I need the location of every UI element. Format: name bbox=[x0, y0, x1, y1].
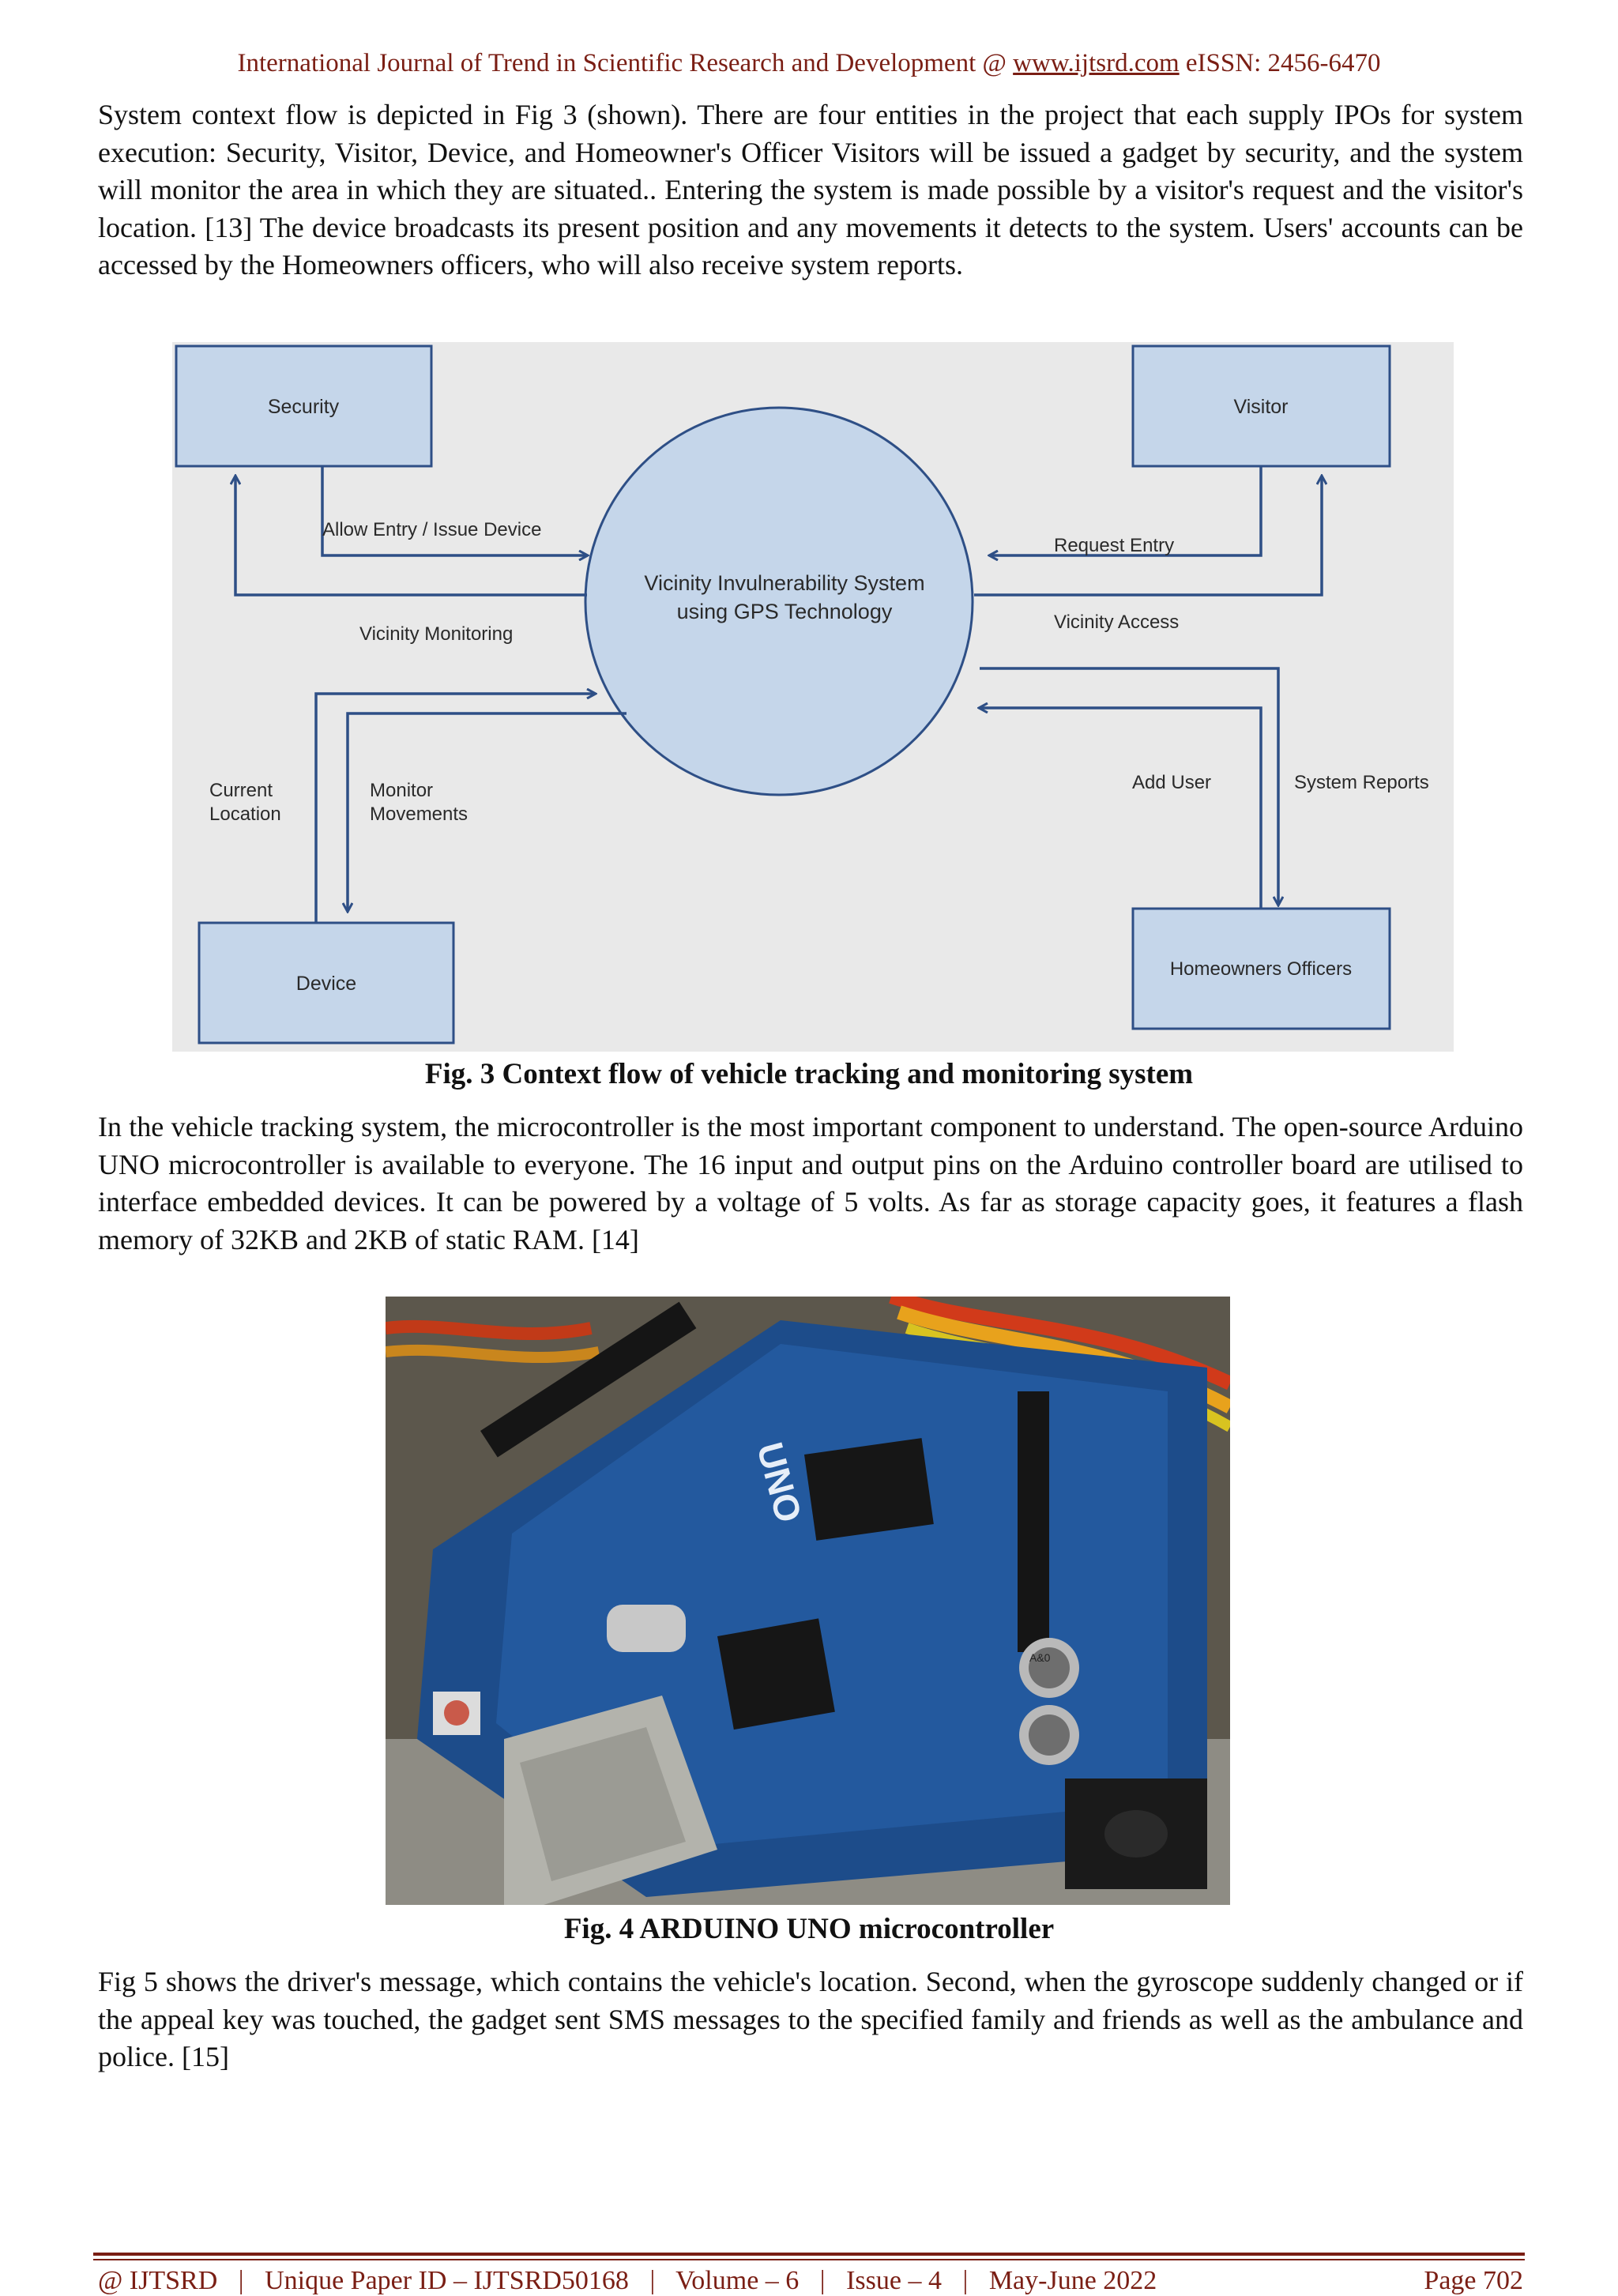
security-entity-box bbox=[175, 344, 433, 468]
body-paragraph-2: In the vehicle tracking system, the micr… bbox=[98, 1111, 1523, 1255]
body-paragraph-3: Fig 5 shows the driver's message, which … bbox=[98, 1966, 1523, 2072]
security-entity-label: Security bbox=[268, 396, 340, 418]
journal-title: International Journal of Trend in Scient… bbox=[237, 49, 1007, 77]
homeowners-entity-box bbox=[1131, 907, 1391, 1030]
journal-issn: eISSN: 2456-6470 bbox=[1185, 49, 1381, 77]
footer-date: May-June 2022 bbox=[988, 2266, 1157, 2295]
footer-rule-thin bbox=[93, 2259, 1525, 2260]
device-entity-box bbox=[198, 921, 455, 1044]
request-entry-flow bbox=[990, 466, 1262, 555]
center-label-line2: using GPS Technology bbox=[677, 600, 893, 623]
visitor-entity-label: Visitor bbox=[1233, 396, 1288, 418]
vicinity-access-label: Vicinity Access bbox=[1054, 612, 1179, 633]
footer-page-number: Page 702 bbox=[1424, 2266, 1523, 2295]
center-label-line1: Vicinity Invulnerability System bbox=[644, 571, 924, 595]
fig3-caption: Fig. 3 Context flow of vehicle tracking … bbox=[424, 1058, 1194, 1090]
arduino-uno-photo: UNO A&0 bbox=[386, 1297, 1230, 1905]
capacitor-label: A&0 bbox=[1029, 1651, 1051, 1664]
vicinity-monitoring-flow bbox=[235, 476, 587, 597]
body-paragraph-1: System context flow is depicted in Fig 3… bbox=[98, 99, 1523, 280]
footer-journal: @ IJTSRD bbox=[98, 2266, 218, 2295]
context-flow-diagram: Vicinity Invulnerability System using GP… bbox=[172, 342, 1454, 1052]
add-user-flow bbox=[980, 708, 1262, 909]
system-reports-label: System Reports bbox=[1294, 772, 1429, 793]
footer-volume: Volume – 6 bbox=[675, 2266, 800, 2295]
footer-rule-thick bbox=[93, 2253, 1525, 2256]
footer-paper-id: Unique Paper ID – IJTSRD50168 bbox=[265, 2266, 629, 2295]
vicinity-access-flow bbox=[974, 476, 1322, 597]
current-location-label-1: Current bbox=[209, 780, 273, 801]
request-entry-label: Request Entry bbox=[1054, 535, 1174, 556]
current-location-label-2: Location bbox=[209, 804, 281, 825]
footer-issue: Issue – 4 bbox=[846, 2266, 942, 2295]
running-header: International Journal of Trend in Scient… bbox=[0, 49, 1618, 78]
fig4-caption: Fig. 4 ARDUINO UNO microcontroller bbox=[563, 1913, 1055, 1945]
system-reports-flow bbox=[980, 667, 1278, 905]
current-location-flow bbox=[314, 694, 595, 923]
allow-entry-flow bbox=[321, 466, 587, 555]
journal-website-link[interactable]: www.ijtsrd.com bbox=[1013, 49, 1180, 77]
page-footer: @ IJTSRD | Unique Paper ID – IJTSRD50168… bbox=[98, 2266, 1523, 2295]
allow-entry-label: Allow Entry / Issue Device bbox=[322, 519, 541, 540]
central-process-circle bbox=[584, 406, 974, 796]
monitor-movements-label-2: Movements bbox=[370, 804, 468, 825]
visitor-entity-box bbox=[1131, 344, 1391, 468]
homeowners-entity-label: Homeowners Officers bbox=[1170, 958, 1352, 980]
add-user-label: Add User bbox=[1132, 772, 1211, 793]
vicinity-monitoring-label: Vicinity Monitoring bbox=[359, 623, 513, 645]
monitor-movements-flow bbox=[348, 712, 627, 911]
monitor-movements-label-1: Monitor bbox=[370, 780, 433, 801]
device-entity-label: Device bbox=[296, 973, 356, 995]
